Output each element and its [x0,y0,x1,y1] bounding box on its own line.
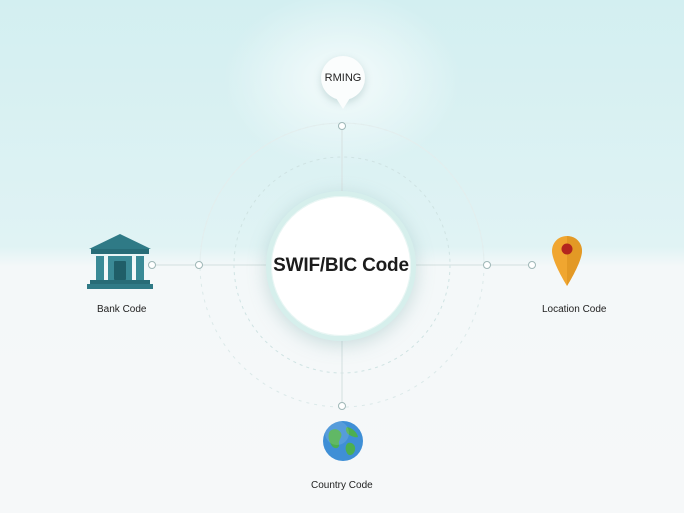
node-dot [338,402,346,410]
globe-icon [323,421,363,461]
node-dot [483,261,491,269]
node-dot [148,261,156,269]
center-node: SWIF/BIC Code [266,191,416,341]
center-node-label: SWIF/BIC Code [273,255,409,276]
map-pin-icon [552,236,582,286]
right-node-label: Location Code [542,304,607,315]
node-dot [528,261,536,269]
node-dot [338,122,346,130]
node-dot [195,261,203,269]
top-node-label: RMING [324,72,362,84]
left-node-label: Bank Code [97,304,147,315]
bottom-node-label: Country Code [311,480,373,491]
top-speech-bubble: RMING [321,56,365,109]
bank-building-icon [87,234,153,289]
